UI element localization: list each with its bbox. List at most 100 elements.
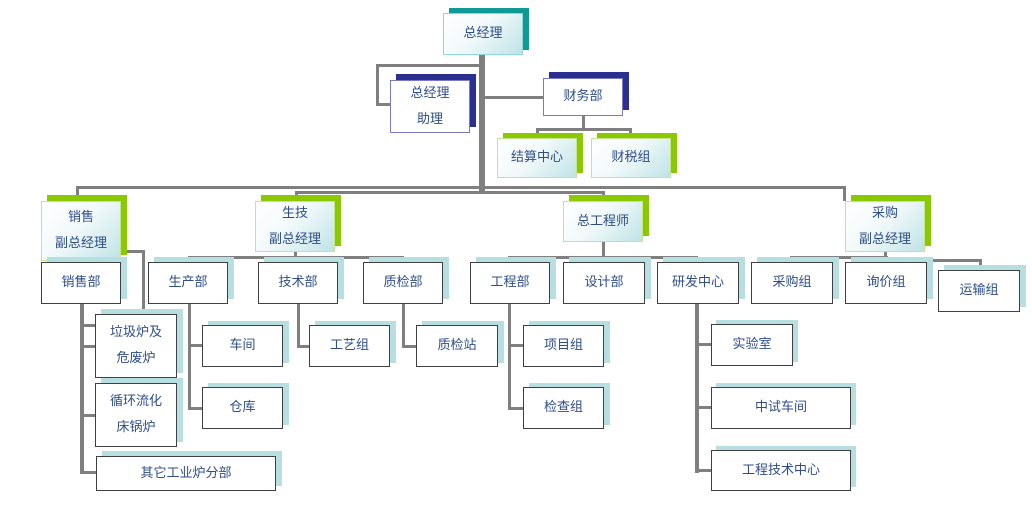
org-node-inspection-group[interactable]: 检查组 bbox=[523, 383, 610, 429]
org-node-pilot-workshop[interactable]: 中试车间 bbox=[711, 383, 856, 429]
org-node-project-group[interactable]: 项目组 bbox=[523, 321, 610, 367]
connector-line bbox=[508, 303, 511, 410]
node-label: 采购 bbox=[871, 205, 898, 221]
node-label: 财务部 bbox=[563, 89, 603, 104]
node-label: 生技 bbox=[281, 205, 308, 221]
connector-line bbox=[695, 303, 699, 473]
node-label: 设计部 bbox=[584, 275, 624, 290]
connector-line bbox=[925, 259, 982, 262]
connector-line bbox=[979, 259, 982, 267]
connector-line bbox=[142, 250, 145, 312]
node-label: 实验室 bbox=[732, 337, 772, 352]
org-node-inquiry-group[interactable]: 询价组 bbox=[845, 257, 933, 304]
org-node-lab[interactable]: 实验室 bbox=[711, 320, 798, 366]
org-node-other-furnace[interactable]: 其它工业炉分部 bbox=[96, 451, 282, 491]
connector-line bbox=[484, 96, 544, 99]
org-node-production-dept[interactable]: 生产部 bbox=[148, 257, 234, 304]
node-label: 床锅炉 bbox=[116, 420, 156, 435]
node-label: 询价组 bbox=[866, 275, 906, 290]
connector-line bbox=[80, 345, 97, 348]
node-label: 总经理 bbox=[463, 26, 503, 41]
connector-line bbox=[80, 324, 97, 327]
org-node-cfb-boiler[interactable]: 循环流化床锅炉 bbox=[95, 378, 183, 447]
org-node-workshop[interactable]: 车间 bbox=[202, 321, 289, 367]
org-node-gm[interactable]: 总经理 bbox=[443, 8, 529, 55]
node-label: 检查组 bbox=[543, 400, 583, 415]
node-label: 研发中心 bbox=[671, 275, 724, 290]
connector-line bbox=[76, 186, 79, 201]
connector-line bbox=[695, 406, 712, 409]
node-label: 项目组 bbox=[543, 338, 583, 353]
org-node-qc-station[interactable]: 质检站 bbox=[416, 321, 504, 367]
connector-line bbox=[294, 252, 297, 258]
node-label: 运输组 bbox=[959, 283, 999, 298]
connector-line bbox=[843, 186, 846, 201]
connector-line bbox=[376, 103, 392, 106]
node-label: 副总经理 bbox=[54, 236, 107, 251]
connector-line bbox=[76, 186, 846, 189]
connector-line bbox=[479, 55, 485, 192]
org-node-rnd-center[interactable]: 研发中心 bbox=[657, 257, 745, 304]
connector-line bbox=[602, 242, 605, 258]
org-node-sales-vp[interactable]: 销售副总经理 bbox=[41, 195, 127, 261]
org-node-tech-dept[interactable]: 技术部 bbox=[258, 257, 344, 304]
connector-line bbox=[188, 344, 203, 347]
connector-line bbox=[80, 414, 97, 417]
node-label: 工程技术中心 bbox=[741, 462, 820, 478]
node-label: 中试车间 bbox=[754, 400, 807, 415]
org-node-design-dept[interactable]: 设计部 bbox=[563, 257, 651, 304]
connector-line bbox=[695, 469, 712, 472]
org-node-eng-tech-center[interactable]: 工程技术中心 bbox=[711, 446, 856, 491]
node-label: 质检部 bbox=[383, 275, 423, 290]
node-label: 垃圾炉及 bbox=[109, 325, 162, 340]
node-label: 采购组 bbox=[772, 275, 812, 290]
org-node-process-group[interactable]: 工艺组 bbox=[309, 321, 396, 367]
org-node-purchase-group[interactable]: 采购组 bbox=[751, 257, 839, 304]
connector-line bbox=[80, 303, 84, 473]
org-node-gm-assistant[interactable]: 总经理助理 bbox=[390, 74, 476, 133]
node-label: 总经理 bbox=[410, 85, 450, 101]
node-label: 仓库 bbox=[229, 400, 256, 415]
connector-line bbox=[884, 252, 887, 258]
org-node-chief-engineer[interactable]: 总工程师 bbox=[563, 195, 649, 242]
node-label: 技术部 bbox=[278, 275, 318, 290]
node-label: 副总经理 bbox=[268, 231, 321, 247]
org-node-purchase-vp[interactable]: 采购副总经理 bbox=[845, 195, 931, 252]
org-node-transport-group[interactable]: 运输组 bbox=[938, 265, 1026, 312]
node-label: 总工程师 bbox=[576, 213, 629, 229]
org-node-production-vp[interactable]: 生技副总经理 bbox=[255, 195, 341, 252]
connector-line bbox=[376, 64, 480, 67]
connector-line bbox=[188, 303, 191, 410]
org-node-waste-furnace[interactable]: 垃圾炉及危废炉 bbox=[95, 309, 183, 378]
connector-line bbox=[790, 256, 888, 259]
node-label: 助理 bbox=[416, 111, 443, 127]
org-node-warehouse[interactable]: 仓库 bbox=[202, 383, 289, 429]
connector-line bbox=[295, 191, 605, 194]
connector-line bbox=[508, 407, 523, 410]
org-node-sales-dept[interactable]: 销售部 bbox=[41, 257, 127, 304]
connector-line bbox=[508, 344, 523, 347]
node-label: 车间 bbox=[229, 338, 256, 353]
node-label: 危废炉 bbox=[116, 351, 156, 366]
org-node-tax-group[interactable]: 财税组 bbox=[591, 133, 677, 178]
org-node-finance[interactable]: 财务部 bbox=[543, 72, 629, 116]
connector-line bbox=[188, 407, 203, 410]
connector-line bbox=[536, 128, 632, 131]
node-label: 销售部 bbox=[61, 275, 101, 290]
connector-line bbox=[402, 303, 405, 348]
node-label: 工程部 bbox=[490, 275, 530, 290]
node-label: 循环流化 bbox=[109, 394, 162, 409]
connector-line bbox=[297, 345, 310, 348]
connector-line bbox=[582, 115, 585, 130]
org-node-engineering-dept[interactable]: 工程部 bbox=[470, 257, 556, 304]
connector-line bbox=[695, 343, 712, 346]
node-label: 质检站 bbox=[437, 338, 477, 353]
node-label: 工艺组 bbox=[329, 338, 369, 353]
connector-line bbox=[402, 345, 417, 348]
org-node-settlement-center[interactable]: 结算中心 bbox=[497, 133, 583, 178]
connector-line bbox=[297, 303, 300, 348]
node-label: 生产部 bbox=[168, 275, 208, 290]
node-label: 副总经理 bbox=[858, 231, 911, 247]
node-label: 其它工业炉分部 bbox=[140, 465, 232, 481]
org-node-qc-dept[interactable]: 质检部 bbox=[363, 257, 449, 304]
